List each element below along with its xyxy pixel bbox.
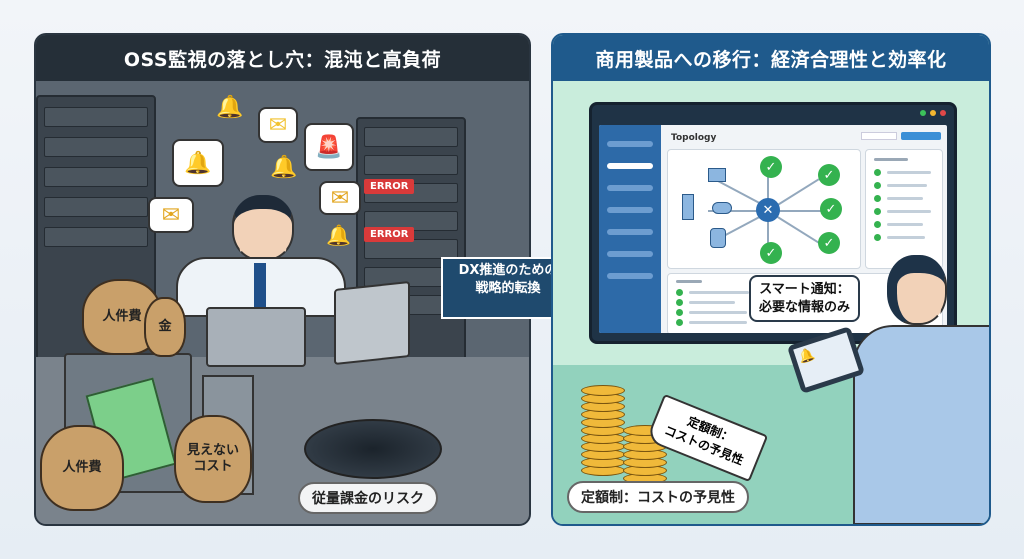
search-box[interactable]	[861, 132, 897, 140]
oss-pitfall-panel: OSS監視の落とし穴：混沌と高負荷 ERROR ERROR 🔔 ✉ 🚨 ✉ ✉ …	[34, 33, 531, 526]
engineer	[887, 255, 947, 325]
check-icon: ✓	[818, 164, 840, 186]
money-bag: 見えない コスト	[174, 415, 252, 503]
server-rack-right: ERROR ERROR	[356, 117, 466, 377]
laptop	[206, 307, 306, 367]
check-icon: ✓	[818, 232, 840, 254]
smart-alert-bubble: スマート通知： 必要な情報のみ	[749, 275, 861, 323]
dashboard-title: Topology	[671, 133, 717, 143]
money-bag: 人件費	[40, 425, 124, 511]
window-controls	[920, 110, 946, 116]
check-icon: ✓	[760, 156, 782, 178]
stressed-engineer	[232, 195, 294, 261]
database-icon	[710, 228, 726, 248]
computer-icon	[708, 168, 726, 182]
left-panel-title: OSS監視の落とし穴：混沌と高負荷	[36, 35, 529, 81]
bell-icon: 🔔	[216, 95, 244, 120]
network-switch-icon: ✕	[756, 198, 780, 222]
pitfall-hole	[304, 419, 442, 479]
cloud-icon	[712, 202, 732, 214]
dashboard-sidebar	[599, 125, 661, 333]
commercial-product-panel: 商用製品への移行：経済合理性と効率化 Topology ✕ ✓ ✓	[551, 33, 991, 526]
coin	[581, 385, 625, 396]
check-icon: ✓	[820, 198, 842, 220]
bell-icon: 🔔	[172, 139, 224, 187]
topology-map: ✕ ✓ ✓ ✓ ✓ ✓	[667, 149, 861, 269]
error-label: ERROR	[364, 179, 415, 194]
siren-icon: 🚨	[304, 123, 354, 171]
status-list	[865, 149, 943, 269]
fixed-price-label: 定額制：コストの予見性	[567, 481, 749, 513]
arrow-label-line2: 戦略的転換	[475, 281, 541, 297]
risk-label: 従量課金のリスク	[298, 482, 438, 514]
arrow-label-line1: DX推進のための	[458, 263, 558, 278]
engineer-shirt	[853, 325, 989, 524]
bell-icon: 🔔	[270, 155, 298, 180]
envelope-icon: ✉	[258, 107, 298, 143]
right-panel-title: 商用製品への移行：経済合理性と効率化	[553, 35, 989, 81]
smart-alert-line1: スマート通知：	[759, 282, 850, 297]
tie	[254, 263, 266, 313]
check-icon: ✓	[760, 242, 782, 264]
money-bag: 金	[144, 297, 186, 357]
ok-dot	[874, 169, 881, 176]
bell-icon: 🔔	[326, 223, 351, 247]
error-label: ERROR	[364, 227, 415, 242]
smart-alert-line2: 必要な情報のみ	[759, 299, 851, 315]
action-button[interactable]	[901, 132, 941, 140]
envelope-icon: ✉	[148, 197, 194, 233]
desktop-monitor	[334, 281, 410, 365]
server-icon	[682, 194, 694, 220]
envelope-icon: ✉	[319, 181, 361, 215]
